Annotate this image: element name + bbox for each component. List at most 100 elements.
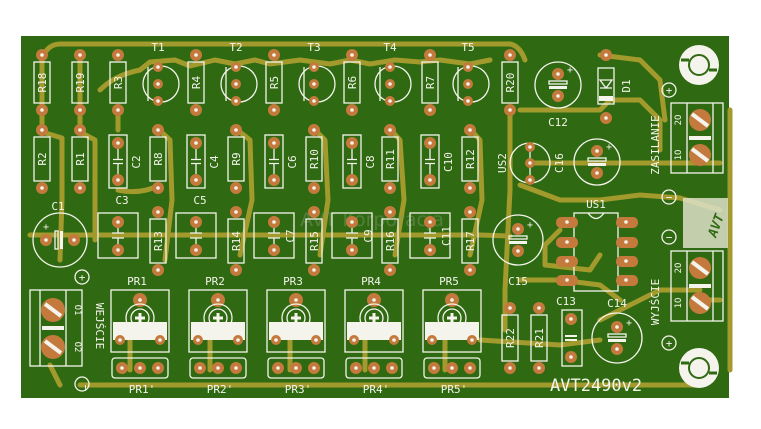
mounting-hole-bottom (679, 348, 719, 388)
component-label: 1O (674, 150, 684, 161)
drill-hole (120, 366, 124, 370)
drill-hole (274, 338, 278, 342)
capacitor-c10: C10 (420, 134, 455, 189)
component-label: PR4 (361, 275, 381, 288)
drill-hole (516, 249, 520, 253)
component-label: C8 (364, 155, 377, 168)
potentiometer-pr3: PR3 (266, 275, 326, 353)
drill-hole (216, 298, 220, 302)
drill-hole (158, 338, 162, 342)
drill-hole (466, 65, 470, 69)
component-label: US1 (586, 198, 606, 211)
component-label: US2 (496, 153, 509, 173)
drill-hole (352, 338, 356, 342)
drill-hole (392, 338, 396, 342)
component-label: T2 (229, 41, 242, 54)
component-label: O1 (72, 305, 82, 316)
component-label: R12 (464, 149, 477, 169)
ic-us1: US1 (556, 198, 638, 292)
drill-hole (350, 220, 354, 224)
resistor-r15: R15 (305, 206, 323, 276)
resistor-r22: R22 (501, 302, 519, 374)
drill-hole (234, 366, 238, 370)
component-label: C1 (51, 200, 64, 213)
transistor-t2: T2 (220, 41, 258, 106)
drill-hole (569, 355, 573, 359)
drill-hole (516, 227, 520, 231)
electrolytic-c14: + C14 (591, 297, 643, 364)
component-label: PR4' (363, 383, 390, 396)
component-label: R3 (112, 76, 125, 89)
drill-hole (194, 178, 198, 182)
component-label: + (626, 318, 632, 329)
drill-hole (450, 366, 454, 370)
component-label: PR1 (127, 275, 147, 288)
drill-hole (194, 53, 198, 57)
transistor-t3: T3 (298, 41, 336, 106)
drill-hole (350, 248, 354, 252)
drill-hole (388, 210, 392, 214)
component-label: ZASILANIE (649, 115, 662, 175)
drill-hole (350, 178, 354, 182)
drill-hole (388, 65, 392, 69)
electrolytic-c15: +C15 (492, 214, 544, 288)
drill-hole (388, 128, 392, 132)
component-label: C6 (286, 155, 299, 168)
component-label: C9 (362, 229, 375, 242)
drill-hole (294, 298, 298, 302)
component-label: R8 (152, 152, 165, 165)
component-label: C12 (548, 116, 568, 129)
drill-hole (468, 366, 472, 370)
drill-hole (350, 53, 354, 57)
drill-hole (78, 128, 82, 132)
drill-hole (116, 220, 120, 224)
component-label: C14 (607, 297, 627, 310)
pot-header-pr4: PR4' (345, 357, 403, 396)
drill-hole (595, 171, 599, 175)
electrolytic-c1: +C1 (32, 200, 88, 268)
capacitor-c7: C7 (253, 212, 297, 259)
drill-hole (40, 53, 44, 57)
capacitor-c11: C11 (409, 212, 453, 259)
drill-hole (537, 306, 541, 310)
resistor-r13: R13 (149, 206, 167, 276)
component-label: R22 (504, 328, 517, 348)
drill-hole (595, 149, 599, 153)
drill-hole (194, 248, 198, 252)
drill-hole (156, 366, 160, 370)
drill-hole (276, 366, 280, 370)
component-label: T5 (461, 41, 474, 54)
component-label: C15 (508, 275, 528, 288)
drill-hole (272, 220, 276, 224)
drill-hole (40, 186, 44, 190)
drill-hole (156, 65, 160, 69)
drill-hole (312, 128, 316, 132)
resistor-r20: R20 (501, 49, 519, 116)
drill-hole (312, 99, 316, 103)
component-label: + (79, 271, 86, 284)
drill-hole (468, 186, 472, 190)
drill-hole (388, 186, 392, 190)
resistor-r5: R5 (265, 49, 283, 116)
drill-hole (116, 178, 120, 182)
drill-hole (272, 53, 276, 57)
component-label: 1O (674, 298, 684, 309)
component-label: R10 (308, 149, 321, 169)
resistor-r8: R8 (149, 124, 167, 194)
component-label: + (43, 222, 49, 233)
component-label: R11 (384, 149, 397, 169)
drill-hole (312, 366, 316, 370)
drill-hole (372, 366, 376, 370)
drill-hole (470, 338, 474, 342)
resistor-r4: R4 (187, 49, 205, 116)
drill-hole (234, 186, 238, 190)
pot-header-pr1: PR1' (111, 357, 169, 396)
logo-block (683, 198, 728, 248)
capacitor-c4: C4 (186, 134, 221, 189)
drill-hole (72, 238, 76, 242)
drill-hole (569, 317, 573, 321)
component-label: − (79, 385, 92, 392)
drill-hole (388, 99, 392, 103)
drill-hole (116, 248, 120, 252)
